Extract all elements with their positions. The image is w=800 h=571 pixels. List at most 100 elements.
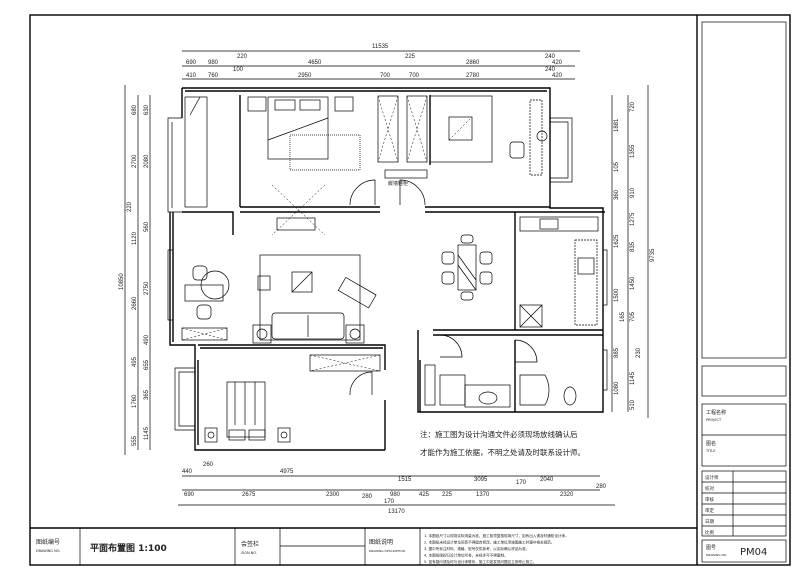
drawing-name-label: 图名: [706, 440, 716, 447]
dim-label: 700: [380, 73, 391, 79]
dim-label: 225: [442, 492, 453, 498]
sign-row-designer: 设计师: [705, 474, 719, 481]
dimension-lines: [124, 50, 649, 506]
dim-label: 1120: [132, 231, 138, 245]
description-line: 5. 如有疑问请及时与设计师联系，施工中如发现问题应立即停止施工。: [424, 559, 536, 564]
description-line: 4. 本图纸版权归设计单位所有，未经许可不得复制。: [424, 553, 508, 558]
cabinet: [181, 327, 228, 341]
drawing-title: 平面布置图 1:100: [90, 542, 167, 554]
sheet-label: 图号: [706, 545, 716, 551]
dim-label: 1145: [144, 426, 150, 440]
dim-label: 1515: [398, 477, 412, 483]
dim-label: 835: [630, 241, 636, 252]
dim-label: 105: [614, 161, 620, 172]
dim-label: 1881: [614, 118, 620, 132]
dim-label: 760: [208, 73, 219, 79]
dim-label: 495: [132, 356, 138, 367]
dim-label: 410: [186, 73, 197, 79]
project-label-en: PROJECT: [706, 418, 722, 422]
dim-label: 680: [132, 104, 138, 115]
fridge: [519, 304, 543, 328]
dim-label: 2300: [326, 492, 340, 498]
dim-label: 365: [144, 389, 150, 400]
title-strip: 图纸编号 DRAWING NO. 平面布置图 1:100 会签栏 SIGN NO…: [36, 528, 569, 565]
dim-left-total: 10850: [119, 273, 125, 290]
title-column: 工程名称 PROJECT 图名 TITLE 设计师 校对 审核 审定 日期 比例…: [701, 21, 787, 563]
sign-row-scale: 比例: [705, 529, 714, 536]
dim-label: 2860: [466, 60, 480, 66]
dim-label: 360: [614, 189, 620, 200]
dim-label: 885: [614, 347, 620, 358]
dim-label: 705: [630, 311, 636, 322]
dim-label: 2750: [144, 281, 150, 295]
dim-label: 490: [144, 334, 150, 345]
sign-row-date: 日期: [705, 519, 714, 525]
dim-label: 690: [186, 60, 197, 66]
dim-label: 2675: [242, 492, 256, 498]
description-label: 图纸说明: [369, 538, 393, 546]
project-label: 工程名称: [706, 409, 726, 416]
dim-label: 4650: [308, 60, 322, 66]
description-line: 3. 图中所标注材料、规格、型号仅供参考，以实际确认样品为准。: [424, 546, 529, 551]
sheet-label-en: DRAWING NO.: [706, 553, 727, 557]
sign-label-en: SIGN NO.: [241, 551, 257, 555]
drawing-no-label-en: DRAWING NO.: [36, 549, 60, 553]
dim-label: 220: [237, 54, 248, 60]
corridor-cabinet-label: 嵌墙鞋柜: [388, 180, 408, 187]
dim-label: 720: [630, 101, 636, 112]
dim-label: 220: [127, 201, 133, 212]
sign-row-reviewer: 审核: [705, 496, 714, 503]
drawing-no-label: 图纸编号: [36, 538, 60, 546]
dim-label: 2950: [298, 73, 312, 79]
furniture: 嵌墙鞋柜: [181, 95, 599, 443]
dim-label: 1625: [614, 234, 620, 248]
dim-label: 2040: [540, 477, 554, 483]
dim-label: 170: [384, 499, 395, 505]
dim-label: 240: [545, 54, 556, 60]
dim-label: 630: [144, 104, 150, 115]
dim-label: 2700: [132, 154, 138, 168]
doors: [349, 179, 538, 396]
dim-label: 230: [636, 347, 642, 358]
dimension-labels: 11535 690 980 220 4650 225 2860 240 420 …: [119, 44, 656, 515]
dim-label: 440: [182, 469, 193, 475]
description-line: 2. 本图纸未经设计单位同意不得擅自修改，施工单位须按图施工并遵守相关规范。: [424, 540, 554, 545]
dim-label: 1275: [630, 212, 636, 226]
dim-label: 700: [409, 73, 420, 79]
dim-label: 260: [203, 462, 214, 468]
dim-label: 2080: [144, 154, 150, 168]
description-label-en: DRAWING DESCRIPTION: [369, 549, 405, 553]
dim-label: 1370: [476, 492, 490, 498]
dim-label: 2780: [466, 73, 480, 79]
dim-label: 510: [630, 399, 636, 410]
dim-label: 3095: [474, 477, 488, 483]
walls: [167, 87, 608, 451]
dim-label: 1080: [614, 381, 620, 395]
dim-label: 420: [552, 73, 563, 79]
dim-label: 655: [144, 359, 150, 370]
dim-label: 240: [545, 67, 556, 73]
dim-label: 980: [390, 492, 401, 498]
dim-label: 1145: [630, 371, 636, 385]
wardrobe: [406, 95, 428, 163]
description-line: 1. 本图纸尺寸以现场实际测量为准，施工前须复核现场尺寸，如有出入请及时通知设计…: [424, 533, 569, 538]
dim-label: 225: [405, 54, 416, 60]
dim-label: 1450: [630, 276, 636, 290]
dim-label: 4975: [280, 469, 294, 475]
dim-label: 100: [233, 67, 244, 73]
wardrobe: [377, 95, 399, 163]
dim-bottom-total: 13170: [388, 509, 405, 515]
sheet-number: PM04: [740, 547, 767, 558]
dim-label: 420: [552, 60, 563, 66]
dim-label: 2320: [560, 492, 574, 498]
dim-label: 1355: [630, 144, 636, 158]
dim-label: 560: [144, 221, 150, 232]
sheet-border: [29, 14, 791, 566]
dim-label: 280: [362, 494, 373, 500]
construction-note-line1: 注：施工图为设计沟通文件必须现场放线确认后: [420, 429, 578, 439]
dim-label: 690: [184, 492, 195, 498]
dim-right-total: 9735: [650, 248, 656, 262]
dim-label: 980: [208, 60, 219, 66]
dim-label: 280: [596, 484, 607, 490]
